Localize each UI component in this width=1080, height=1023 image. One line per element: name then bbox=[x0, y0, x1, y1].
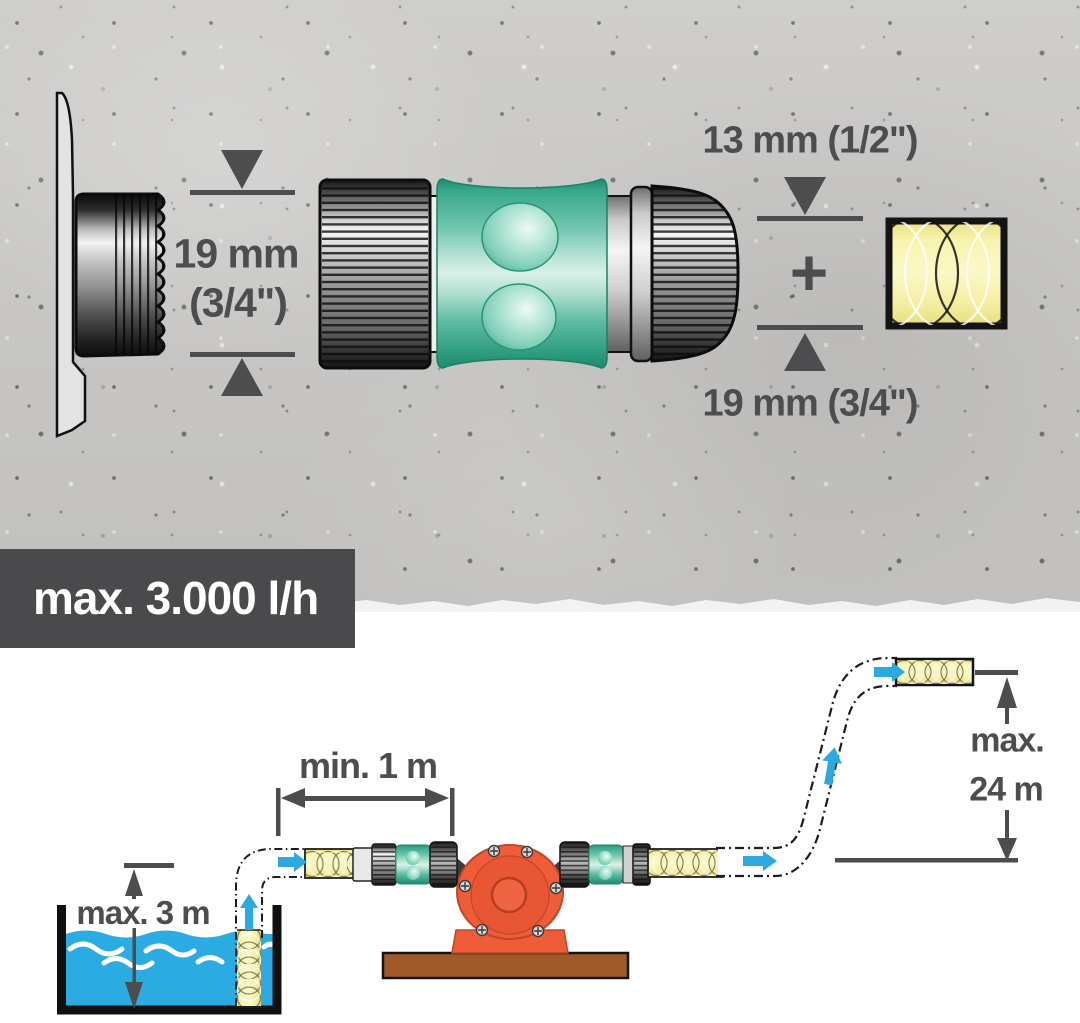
tap-connector bbox=[55, 91, 166, 438]
hose-dimension-label-13mm: 13 mm (1/2") bbox=[702, 119, 918, 162]
connector-button-top bbox=[481, 202, 559, 272]
flow-arrows bbox=[240, 662, 905, 930]
dimension-max-24m bbox=[835, 670, 1018, 863]
connector-flange bbox=[629, 185, 654, 363]
water-tank bbox=[57, 905, 282, 1015]
arrowhead-down bbox=[997, 838, 1017, 861]
pump-screws bbox=[458, 844, 563, 938]
arrowhead-up bbox=[997, 677, 1017, 708]
delivery-head-label-max: max. bbox=[970, 721, 1044, 760]
hose-cross-section bbox=[885, 217, 1008, 330]
dimension-19mm-left bbox=[190, 150, 295, 396]
flow-arrow-up-riser bbox=[822, 747, 842, 786]
tank-walls bbox=[57, 905, 282, 1015]
mounting-board bbox=[381, 951, 630, 980]
baseline bbox=[835, 858, 1018, 863]
dimension-line-bottom bbox=[190, 352, 295, 357]
suction-tube-white bbox=[236, 849, 306, 936]
flow-arrow-right-inlet bbox=[278, 852, 307, 872]
hose-connector-set bbox=[318, 178, 740, 370]
dimension-line-top bbox=[190, 190, 295, 195]
dimension-shaft bbox=[132, 928, 136, 984]
tap-thread-cylinder bbox=[74, 192, 166, 358]
rising-tube-white bbox=[718, 658, 898, 876]
hose-collar bbox=[352, 847, 374, 882]
outlet-connector-group bbox=[559, 841, 651, 888]
arrowhead-up bbox=[125, 869, 143, 896]
dimension-line-bottom bbox=[757, 325, 863, 330]
suction-hose-underwater bbox=[237, 930, 261, 1008]
hose-dimension-label-19mm: 19 mm (3/4") bbox=[702, 382, 918, 425]
inlet-connector-group bbox=[352, 841, 458, 888]
plus-sign: + bbox=[789, 235, 829, 309]
dimension-max-3m bbox=[124, 863, 174, 1009]
flow-rate-label: max. 3.000 l/h bbox=[33, 572, 319, 624]
connector-button-bottom bbox=[481, 283, 557, 351]
dimension-arrow-up bbox=[784, 333, 826, 371]
dimension-shaft bbox=[300, 796, 430, 801]
tap-profile-plate bbox=[55, 91, 87, 438]
arrowhead-right bbox=[425, 788, 449, 808]
light-ring bbox=[622, 845, 634, 884]
dimension-min-1m bbox=[276, 788, 455, 836]
flow-arrow-right-outlet bbox=[743, 851, 777, 871]
flow-arrow-right-top bbox=[874, 662, 905, 682]
arrowhead-down bbox=[125, 982, 143, 1009]
min-distance-label: min. 1 m bbox=[298, 745, 438, 786]
tick-top bbox=[124, 863, 174, 868]
coupling-nut-right bbox=[650, 184, 740, 363]
delivery-head-label-24m: 24 m bbox=[969, 770, 1043, 809]
suction-height-label: max. 3 m bbox=[76, 894, 210, 931]
outlet-hose bbox=[647, 656, 975, 878]
pump-assembly bbox=[352, 841, 651, 980]
dimension-arrow-up bbox=[221, 358, 263, 396]
tick-top bbox=[975, 670, 1018, 675]
tap-dimension-label-value: 19 mm bbox=[173, 230, 300, 277]
dimension-line-top bbox=[757, 216, 863, 221]
dimension-arrow-down bbox=[784, 177, 826, 215]
tap-dimension-label-inches: (3/4") bbox=[189, 279, 288, 326]
dimension-13-19mm-right bbox=[757, 177, 863, 371]
flow-arrow-up-tank bbox=[240, 894, 258, 930]
arrowhead-left bbox=[281, 788, 305, 808]
suction-hose bbox=[235, 848, 361, 1008]
flow-rate-badge: max. 3.000 l/h bbox=[0, 549, 355, 648]
dimension-shaft bbox=[1005, 810, 1009, 842]
pump-hub bbox=[490, 876, 528, 914]
tick-right bbox=[450, 788, 455, 836]
quick-connector-body bbox=[436, 178, 608, 369]
tick-left bbox=[276, 788, 281, 836]
dimension-arrow-down bbox=[221, 150, 263, 189]
coupling-nut-left bbox=[318, 178, 432, 370]
